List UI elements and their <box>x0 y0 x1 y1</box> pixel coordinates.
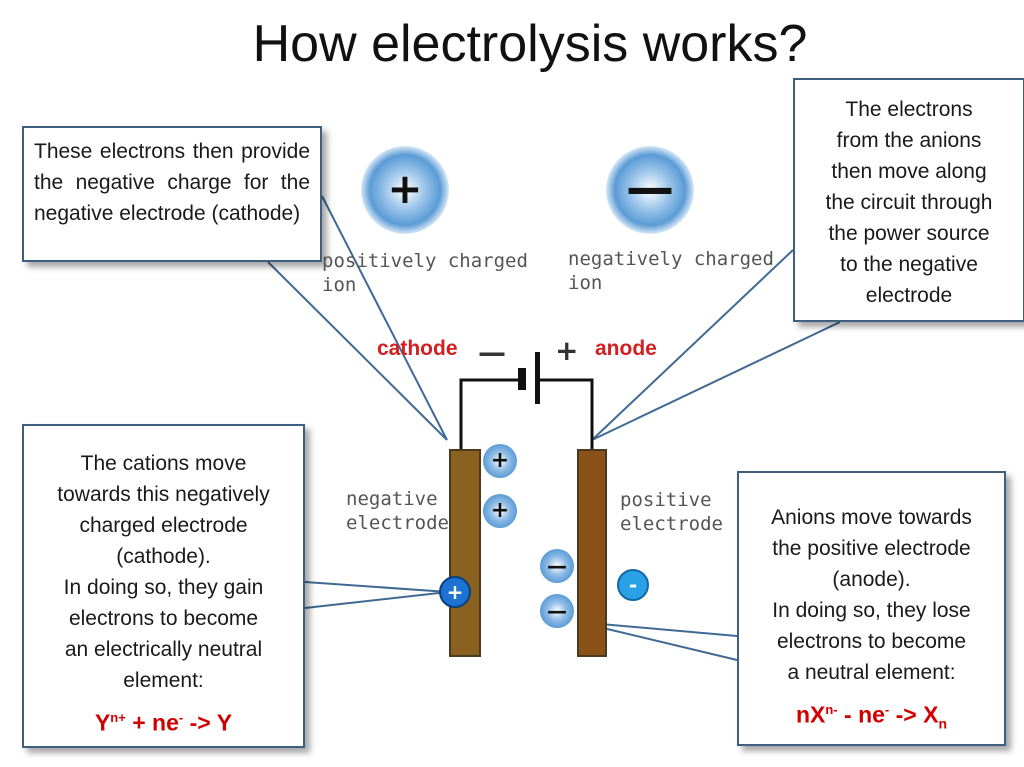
connector-top-left-b <box>267 261 448 441</box>
negative-electrode-label: negative electrode <box>346 487 449 535</box>
callout-line: then move along <box>831 160 987 183</box>
positive-electrode <box>577 449 607 657</box>
cation-2 <box>483 494 517 528</box>
callout-line: the positive electrode <box>772 537 971 560</box>
callout-line: The cations move <box>80 452 247 475</box>
cation-1 <box>483 444 517 478</box>
anion-equation: nXn- - ne- -> Xn <box>745 694 998 739</box>
eq-part: -> X <box>889 701 939 728</box>
cation-1-symbol: + <box>490 448 510 473</box>
positive-ion-label: positively charged ion <box>322 249 528 297</box>
callout-line: (cathode). <box>116 545 211 568</box>
eq-part: - ne <box>837 701 885 728</box>
callout-line: The electrons <box>845 98 973 121</box>
negative-ion-label-1: negatively charged <box>568 248 774 270</box>
callout-line: an electrically neutral <box>64 638 263 661</box>
connector-middle-left-b <box>304 581 449 593</box>
eq-sup: - <box>884 702 890 717</box>
positive-electrode-label-1: positive <box>620 489 712 511</box>
callout-line: a neutral element: <box>787 661 956 684</box>
page-title: How electrolysis works? <box>252 15 808 73</box>
positive-ion-label-1: positively charged <box>322 250 528 272</box>
battery-plus-sign: + <box>555 334 579 367</box>
positive-ion-label-2: ion <box>322 274 357 296</box>
eq-sup: n+ <box>110 710 126 725</box>
callout-anions: Anions move towards the positive electro… <box>737 471 1006 746</box>
callout-line: electrons to become <box>68 607 259 630</box>
callout-line: electrode <box>865 284 953 307</box>
wire-right <box>540 378 594 450</box>
callout-line: from the anions <box>836 129 982 152</box>
callout-line: electrons to become <box>776 630 967 653</box>
negative-electrode <box>449 449 481 657</box>
anion-1-symbol: — <box>547 554 567 578</box>
connector-middle-left <box>304 591 449 609</box>
callout-line: Anions move towards <box>771 506 972 529</box>
eq-sub: n <box>938 715 948 732</box>
callout-line: the circuit through <box>825 191 993 214</box>
callout-line: the power source <box>828 222 990 245</box>
anion-free <box>617 569 649 601</box>
positive-electrode-label-2: electrode <box>620 513 723 535</box>
callout-line: (anode). <box>832 568 911 591</box>
callout-line: In doing so, they lose <box>772 599 971 622</box>
wire-left <box>459 378 522 450</box>
cation-attached-symbol: + <box>446 580 464 604</box>
callout-line: charged electrode <box>79 514 248 537</box>
callout-line: to the negative <box>840 253 978 276</box>
anion-free-symbol: - <box>628 573 638 597</box>
cation-attached <box>439 576 471 608</box>
positive-electrode-label: positive electrode <box>620 488 723 536</box>
battery-short-plate <box>518 368 526 390</box>
callout-cathode-electrons: These electrons then provide the negativ… <box>22 126 322 262</box>
cation-equation: Yn+ + ne- -> Y <box>30 702 297 739</box>
negative-electrode-label-2: electrode <box>346 512 449 534</box>
negative-ion-label-2: ion <box>568 272 603 294</box>
eq-part: nX <box>795 701 826 728</box>
anion-2 <box>540 594 574 628</box>
connector-top-right-b <box>591 321 841 441</box>
eq-sup: n- <box>825 702 838 717</box>
negative-ion-symbol: — <box>626 160 674 216</box>
connector-top-right <box>591 249 794 441</box>
cation-2-symbol: + <box>490 498 510 523</box>
anion-2-symbol: — <box>547 599 567 623</box>
anion-1 <box>540 549 574 583</box>
battery-minus-sign: — <box>478 336 506 369</box>
battery-long-plate <box>535 352 540 404</box>
eq-sup: - <box>178 710 184 725</box>
cathode-label: cathode <box>377 337 458 360</box>
eq-part: Y <box>94 709 111 736</box>
callout-line: In doing so, they gain <box>63 576 264 599</box>
callout-anion-electrons: The electrons from the anions then move … <box>793 78 1024 322</box>
positive-ion-symbol: + <box>387 164 423 213</box>
anode-label: anode <box>595 337 657 360</box>
negative-electrode-label-1: negative <box>346 488 438 510</box>
connector-top-left <box>321 195 448 441</box>
callout-line: element: <box>123 669 204 692</box>
negative-ion-label: negatively charged ion <box>568 247 774 295</box>
callout-text: These electrons then provide the negativ… <box>34 140 310 225</box>
callout-cations: The cations move towards this negatively… <box>22 424 305 748</box>
callout-line: towards this negatively <box>57 483 270 506</box>
positive-ion-legend-ball <box>361 146 449 234</box>
eq-part: -> Y <box>183 709 233 736</box>
negative-ion-legend-ball <box>606 146 694 234</box>
eq-part: + ne <box>125 709 179 736</box>
